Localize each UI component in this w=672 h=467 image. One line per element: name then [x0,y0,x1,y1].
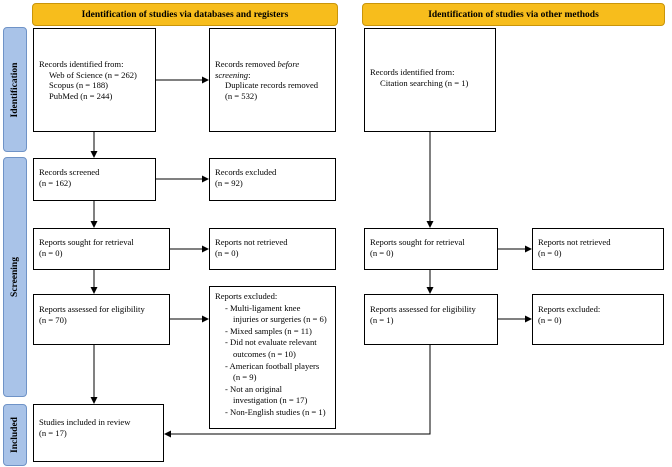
reports-not-retrieved-count: (n = 0) [215,247,239,258]
box-other-records-identified: Records identified from: Citation search… [364,28,496,132]
exclusion-reason: - Non-English studies (n = 1) [225,406,326,417]
citation-searching: Citation searching (n = 1) [380,77,469,88]
box-other-reports-not-retrieved: Reports not retrieved (n = 0) [532,228,664,270]
box-other-reports-assessed: Reports assessed for eligibility (n = 1) [364,294,498,345]
exclusion-reason: - Not an original [225,383,283,394]
box-other-reports-sought: Reports sought for retrieval (n = 0) [364,228,498,270]
reports-sought-title: Reports sought for retrieval [39,237,134,247]
reports-excluded-title: Reports excluded: [215,291,278,301]
studies-included-count: (n = 17) [39,427,67,438]
phase-included-label: Included [10,417,20,453]
reports-assessed-title: Reports assessed for eligibility [39,304,145,314]
box-records-screened: Records screened (n = 162) [33,158,156,201]
other-reports-excluded-count: (n = 0) [538,314,562,325]
phase-identification: Identification [3,27,27,152]
box-reports-excluded: Reports excluded: - Multi-ligament knee … [209,286,336,429]
reports-assessed-count: (n = 70) [39,314,67,325]
exclusion-reason: (n = 9) [233,372,257,383]
records-identified-title: Records identified from: [39,59,124,69]
exclusion-reason: - American football players [225,360,320,371]
phase-identification-label: Identification [10,62,20,117]
other-reports-excluded-title: Reports excluded: [538,304,601,314]
source-scopus: Scopus (n = 188) [49,80,109,90]
box-records-identified: Records identified from: Web of Science … [33,28,156,132]
exclusion-reason: - Multi-ligament knee [225,302,301,313]
exclusion-reason: outcomes (n = 10) [233,348,296,359]
other-records-identified-title: Records identified from: [370,67,455,77]
other-reports-assessed-title: Reports assessed for eligibility [370,304,476,314]
box-records-removed: Records removed before screening: Duplic… [209,28,336,132]
records-removed-title: Records removed before [215,59,300,69]
duplicate-records-removed: Duplicate records removed [225,80,319,90]
exclusion-reason: injuries or surgeries (n = 6) [233,314,327,325]
studies-included-title: Studies included in review [39,417,131,427]
box-reports-assessed: Reports assessed for eligibility (n = 70… [33,294,170,345]
phase-screening-label: Screening [10,257,20,297]
exclusion-reason: - Mixed samples (n = 11) [225,325,312,336]
other-reports-not-retrieved-count: (n = 0) [538,247,562,258]
other-reports-not-retrieved-title: Reports not retrieved [538,237,611,247]
header-other-methods: Identification of studies via other meth… [362,3,665,26]
phase-included: Included [3,404,27,466]
records-excluded-count: (n = 92) [215,177,243,188]
box-reports-not-retrieved: Reports not retrieved (n = 0) [209,228,336,270]
box-reports-sought: Reports sought for retrieval (n = 0) [33,228,170,270]
reports-sought-count: (n = 0) [39,247,63,258]
other-reports-assessed-count: (n = 1) [370,314,394,325]
other-reports-sought-count: (n = 0) [370,247,394,258]
box-studies-included: Studies included in review (n = 17) [33,404,164,462]
records-screened-title: Records screened [39,167,100,177]
exclusion-reason: investigation (n = 17) [233,395,308,406]
phase-screening: Screening [3,157,27,397]
source-pubmed: PubMed (n = 244) [49,90,113,101]
reports-not-retrieved-title: Reports not retrieved [215,237,288,247]
records-removed-title-cont: screening: [215,69,251,80]
duplicate-records-count: (n = 532) [225,90,258,101]
source-web-of-science: Web of Science (n = 262) [49,69,137,80]
records-screened-count: (n = 162) [39,177,72,188]
other-reports-sought-title: Reports sought for retrieval [370,237,465,247]
records-excluded-title: Records excluded [215,167,277,177]
header-databases: Identification of studies via databases … [32,3,338,26]
exclusion-reason: - Did not evaluate relevant [225,337,317,348]
box-other-reports-excluded: Reports excluded: (n = 0) [532,294,664,345]
box-records-excluded: Records excluded (n = 92) [209,158,336,201]
